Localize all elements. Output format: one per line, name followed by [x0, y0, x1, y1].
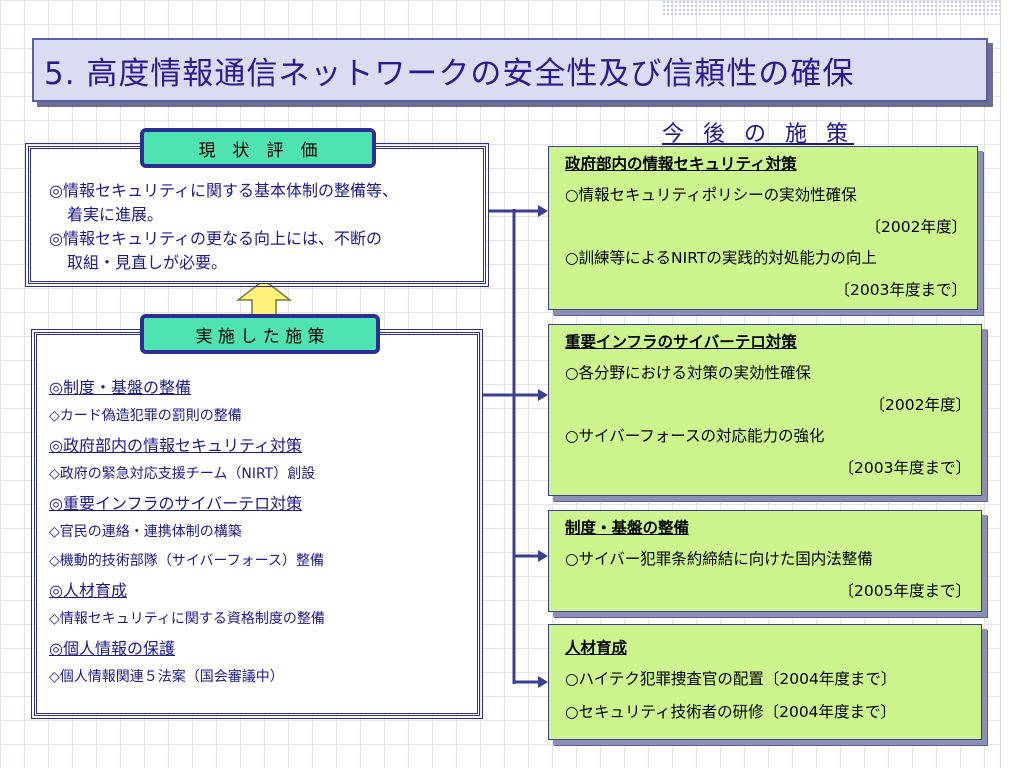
- future-box-line: ○セキュリティ技術者の研修〔2004年度まで〕: [565, 703, 897, 721]
- top-dotted-decoration: [662, 0, 1000, 16]
- future-box-title: 人材育成: [565, 639, 628, 657]
- measure-category: ◎個人情報の保護: [49, 639, 175, 658]
- future-box-date: 〔2002年度〕: [865, 218, 967, 236]
- future-box-title: 政府部内の情報セキュリティ対策: [565, 155, 797, 173]
- future-box-date: 〔2003年度まで〕: [834, 281, 967, 299]
- future-box-date: 〔2005年度まで〕: [838, 582, 971, 600]
- evaluation-heading: 現 状 評 価: [140, 128, 376, 168]
- future-heading: 今 後 の 施 策: [662, 122, 854, 147]
- evaluation-line: ◎情報セキュリティに関する基本体制の整備等、: [49, 181, 399, 200]
- measure-category: ◎制度・基盤の整備: [49, 378, 191, 397]
- future-box-infrastructure: 重要インフラのサイバーテロ対策 ○各分野における対策の実効性確保 〔2002年度…: [548, 324, 982, 496]
- arrowhead-box-1: [538, 205, 548, 217]
- future-box-line: ○サイバーフォースの対応能力の強化: [565, 427, 825, 445]
- measure-item: ◇情報セキュリティに関する資格制度の整備: [49, 611, 325, 627]
- future-box-line: ○情報セキュリティポリシーの実効性確保: [565, 186, 857, 204]
- future-box-line: ○サイバー犯罪条約締結に向けた国内法整備: [565, 550, 873, 568]
- measure-item: ◇官民の連絡・連携体制の構築: [49, 524, 242, 540]
- measure-category: ◎政府部内の情報セキュリティ対策: [49, 436, 303, 455]
- future-box-date: 〔2002年度〕: [869, 396, 971, 414]
- evaluation-line: 着実に進展。: [67, 205, 164, 224]
- measure-item: ◇政府の緊急対応支援チーム（NIRT）創設: [49, 466, 316, 482]
- future-box-line: ○訓練等によるNIRTの実践的対処能力の向上: [565, 249, 877, 267]
- right-margin-band: [1000, 0, 1024, 768]
- arrowhead-box-3: [538, 550, 548, 562]
- page-title: 5. 高度情報通信ネットワークの安全性及び信頼性の確保: [44, 55, 855, 92]
- implemented-box: ◎制度・基盤の整備 ◇カード偽造犯罪の罰則の整備 ◎政府部内の情報セキュリティ対…: [31, 329, 483, 719]
- evaluation-text: ◎情報セキュリティに関する基本体制の整備等、 着実に進展。 ◎情報セキュリティの…: [49, 179, 398, 275]
- measure-item: ◇個人情報関連５法案（国会審議中）: [49, 669, 284, 685]
- evaluation-line: ◎情報セキュリティの更なる向上には、不断の: [49, 229, 383, 248]
- future-box-human-resources: 人材育成 ○ハイテク犯罪捜査官の配置〔2004年度まで〕 ○セキュリティ技術者の…: [548, 624, 982, 740]
- future-box-date: 〔2003年度まで〕: [838, 459, 971, 477]
- measure-item: ◇機動的技術部隊（サイバーフォース）整備: [49, 553, 324, 569]
- measure-category: ◎人材育成: [49, 581, 127, 600]
- evaluation-line: 取組・見直しが必要。: [67, 253, 228, 272]
- future-box-line: ○各分野における対策の実効性確保: [565, 364, 812, 382]
- future-box-line: ○ハイテク犯罪捜査官の配置〔2004年度まで〕: [565, 670, 897, 688]
- future-box-government: 政府部内の情報セキュリティ対策 ○情報セキュリティポリシーの実効性確保 〔200…: [548, 146, 978, 310]
- arrowhead-box-4: [538, 676, 548, 688]
- evaluation-box: ◎情報セキュリティに関する基本体制の整備等、 着実に進展。 ◎情報セキュリティの…: [25, 143, 489, 287]
- implemented-list: ◎制度・基盤の整備 ◇カード偽造犯罪の罰則の整備 ◎政府部内の情報セキュリティ対…: [49, 373, 325, 692]
- implemented-heading: 実 施 し た 施 策: [140, 314, 380, 354]
- measure-item: ◇カード偽造犯罪の罰則の整備: [49, 408, 242, 424]
- page-title-box: 5. 高度情報通信ネットワークの安全性及び信頼性の確保: [32, 38, 988, 102]
- measure-category: ◎重要インフラのサイバーテロ対策: [49, 494, 303, 513]
- arrowhead-box-2: [538, 389, 548, 401]
- future-box-title: 重要インフラのサイバーテロ対策: [565, 333, 797, 351]
- future-box-title: 制度・基盤の整備: [565, 519, 690, 537]
- future-box-legal-framework: 制度・基盤の整備 ○サイバー犯罪条約締結に向けた国内法整備 〔2005年度まで〕: [548, 510, 982, 612]
